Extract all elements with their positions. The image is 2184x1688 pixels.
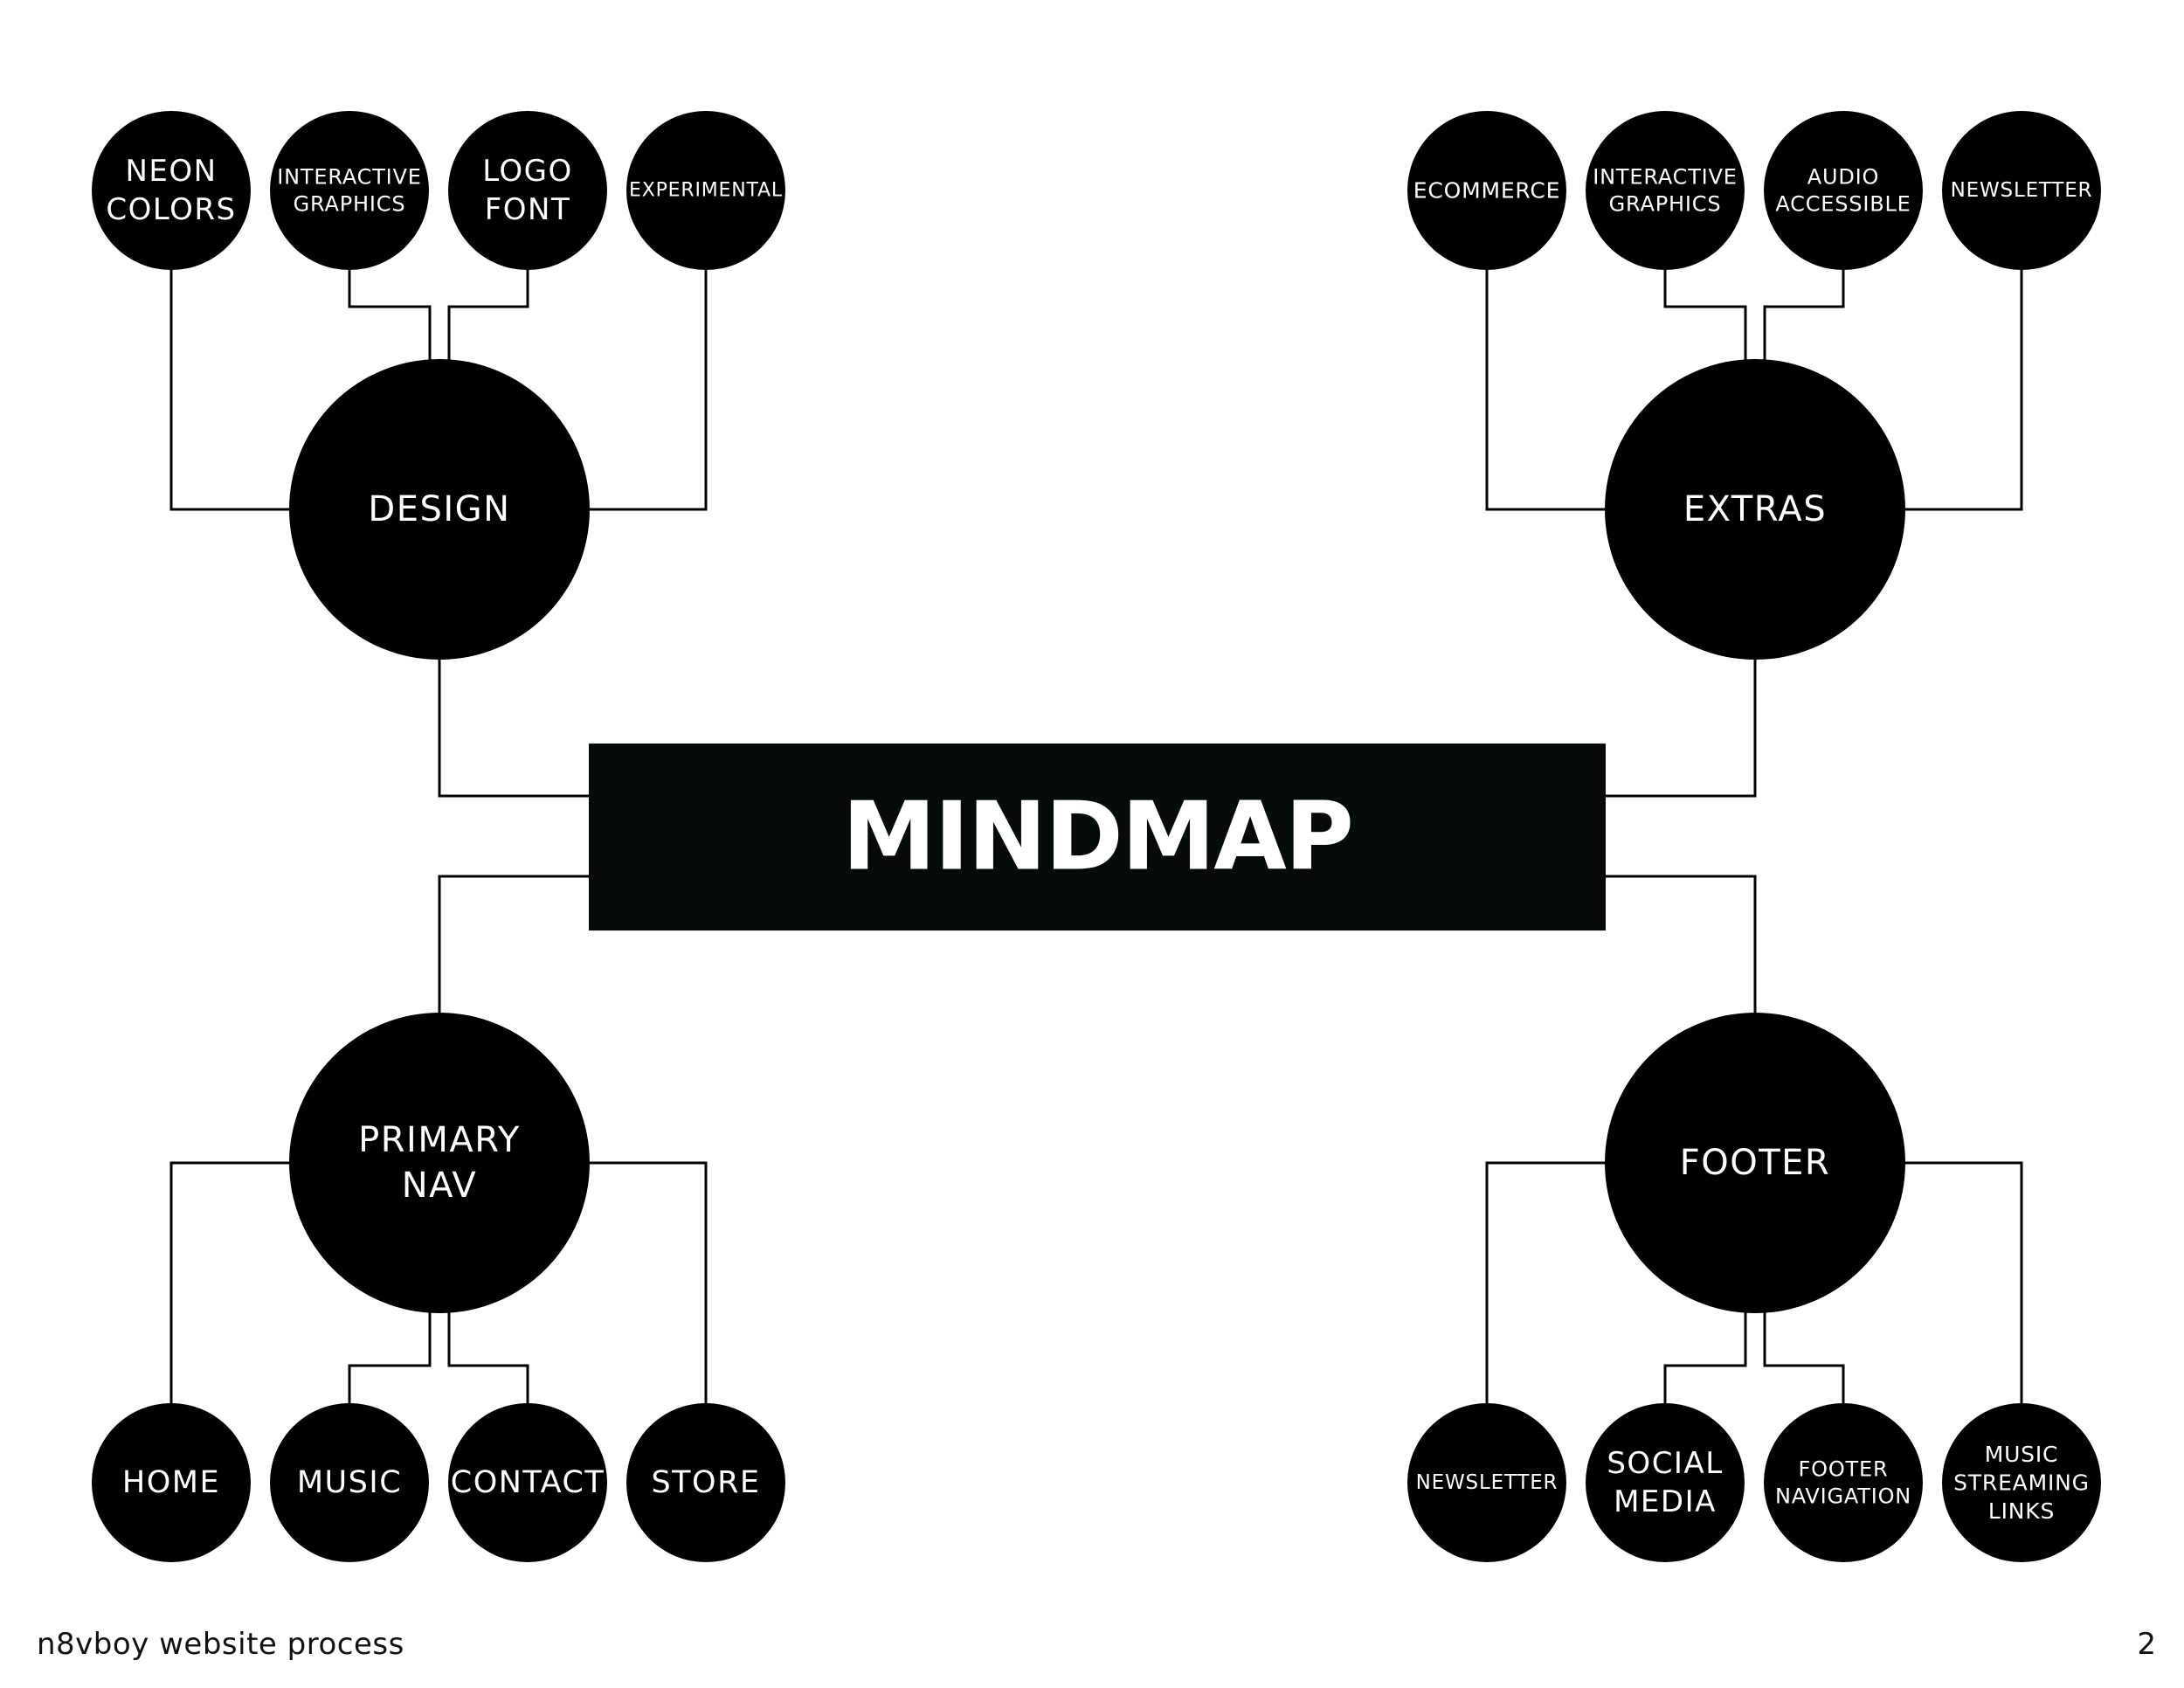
footer-node-footer-navigation-label: FOOTER	[1799, 1456, 1889, 1481]
design-node-interactive-graphics-label: INTERACTIVE	[277, 164, 421, 189]
primary-nav-node-contact: CONTACT	[448, 1403, 607, 1562]
primary-nav-hub-label: PRIMARY	[358, 1120, 521, 1160]
footer-node-footer-navigation-label: NAVIGATION	[1775, 1484, 1911, 1509]
design-node-experimental: EXPERIMENTAL	[626, 111, 785, 270]
design-hub-label: DESIGN	[368, 489, 510, 529]
center-title: MINDMAP	[842, 783, 1352, 892]
extras-child-3-line	[1763, 270, 1845, 361]
extras-child-1-line	[1485, 270, 1605, 511]
primary_nav-child-1-line	[169, 1161, 289, 1403]
extras-hub-circle	[1605, 359, 1905, 660]
design-node-experimental-circle	[626, 111, 785, 270]
primary-nav-node-music: MUSIC	[270, 1403, 429, 1562]
footer-node-footer-navigation: FOOTER NAVIGATION	[1764, 1403, 1923, 1562]
design-child-2-line	[348, 270, 432, 361]
document-footer-title: n8vboy website process	[37, 1627, 404, 1662]
design-node-logo-font-label: FONT	[485, 192, 571, 227]
primary-nav-node-store-circle	[626, 1403, 785, 1562]
extras-hub: EXTRAS	[1605, 359, 1905, 660]
design-hub-circle	[289, 359, 590, 660]
extras-node-ecommerce-label: ECOMMERCE	[1413, 178, 1560, 204]
footer-child-3-line	[1763, 1311, 1845, 1403]
footer-node-music-streaming-links-label: STREAMING	[1953, 1470, 2090, 1496]
extras-hub-label: EXTRAS	[1683, 489, 1827, 529]
extras-node-newsletter: NEWSLETTER	[1942, 111, 2101, 270]
footer-hub: FOOTER	[1605, 1013, 1905, 1313]
extras-node-interactive-graphics-label: GRAPHICS	[1609, 192, 1722, 217]
extras-child-4-line	[1905, 270, 2023, 511]
footer-node-music-streaming-links-label: LINKS	[1988, 1498, 2055, 1524]
primary-nav-hub: PRIMARY NAV	[289, 1013, 590, 1313]
primary-nav-node-contact-label: CONTACT	[451, 1465, 605, 1500]
design-node-neon-colors-label: NEON	[125, 154, 217, 189]
primary-nav-node-contact-circle	[448, 1403, 607, 1562]
extras-node-ecommerce-circle	[1407, 111, 1566, 270]
footer-child-4-line	[1905, 1161, 2023, 1403]
footer-hub-circle	[1605, 1013, 1905, 1313]
primary_nav-child-2-line	[348, 1311, 432, 1403]
center-box	[589, 744, 1606, 930]
extras-node-newsletter-circle	[1942, 111, 2101, 270]
design-node-neon-colors-circle	[92, 111, 251, 270]
primary_nav-child-4-line	[590, 1161, 708, 1403]
primary-nav-node-home-circle	[92, 1403, 251, 1562]
footer-node-footer-navigation-circle	[1764, 1403, 1923, 1562]
primary-nav-hub-label: NAV	[402, 1166, 478, 1206]
footer-node-music-streaming-links-circle	[1942, 1403, 2101, 1562]
footer-node-newsletter-circle	[1407, 1403, 1566, 1562]
design-node-logo-font-label: LOGO	[482, 154, 573, 189]
footer-node-social-media-label: MEDIA	[1614, 1484, 1717, 1519]
extras-node-interactive-graphics-circle	[1586, 111, 1745, 270]
primary-nav-node-home: HOME	[92, 1403, 251, 1562]
footer-node-newsletter-label: NEWSLETTER	[1416, 1471, 1559, 1494]
extras-node-audio-accessible-circle	[1764, 111, 1923, 270]
footer-node-social-media-label: SOCIAL	[1607, 1446, 1723, 1481]
design-node-experimental-label: EXPERIMENTAL	[629, 180, 783, 202]
design-node-neon-colors-label: COLORS	[106, 192, 236, 227]
extras-node-interactive-graphics-label: INTERACTIVE	[1593, 164, 1737, 189]
primary_nav-child-3-line	[447, 1311, 529, 1403]
design-hub: DESIGN	[289, 359, 590, 660]
design-child-1-line	[169, 270, 289, 511]
extras-node-audio-accessible-label: ACCESSIBLE	[1775, 192, 1911, 217]
primary-nav-node-music-circle	[270, 1403, 429, 1562]
design-child-4-line	[590, 270, 708, 511]
primary-nav-node-music-label: MUSIC	[297, 1465, 402, 1500]
primary-nav-node-store-label: STORE	[651, 1465, 760, 1500]
page-number: 2	[2137, 1627, 2156, 1662]
footer-node-social-media-circle	[1586, 1403, 1745, 1562]
footer-node-newsletter: NEWSLETTER	[1407, 1403, 1566, 1562]
extras-node-newsletter-label: NEWSLETTER	[1951, 179, 2093, 202]
extras-child-2-line	[1663, 270, 1747, 361]
design-node-interactive-graphics-circle	[270, 111, 429, 270]
design-node-interactive-graphics: INTERACTIVE GRAPHICS	[270, 111, 429, 270]
extras-node-interactive-graphics: INTERACTIVE GRAPHICS	[1586, 111, 1745, 270]
center-node: MINDMAP	[589, 744, 1606, 930]
primary-nav-hub-circle	[289, 1013, 590, 1313]
primary-nav-node-home-label: HOME	[122, 1465, 220, 1500]
design-node-logo-font-circle	[448, 111, 607, 270]
footer-child-2-line	[1663, 1311, 1747, 1403]
primary-nav-node-store: STORE	[626, 1403, 785, 1562]
design-child-3-line	[447, 270, 529, 361]
extras-node-audio-accessible: AUDIO ACCESSIBLE	[1764, 111, 1923, 270]
design-node-interactive-graphics-label: GRAPHICS	[294, 192, 406, 217]
footer-child-1-line	[1485, 1161, 1605, 1403]
extras-node-ecommerce: ECOMMERCE	[1407, 111, 1566, 270]
footer-hub-label: FOOTER	[1680, 1143, 1830, 1183]
footer-node-music-streaming-links-label: MUSIC	[1985, 1442, 2059, 1467]
extras-node-audio-accessible-label: AUDIO	[1807, 164, 1879, 189]
